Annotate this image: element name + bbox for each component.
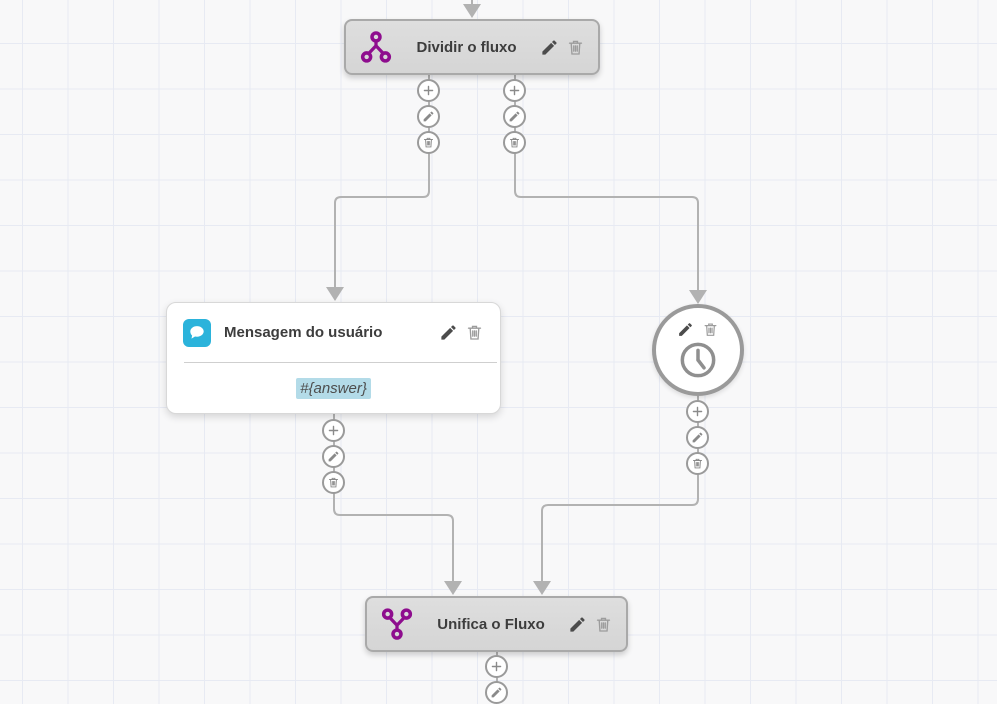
connector-into-divider (463, 0, 481, 18)
connector-divider-to-timer (514, 75, 707, 304)
delete-connector-button[interactable] (503, 131, 526, 154)
delete-node-button[interactable] (702, 321, 719, 338)
edit-node-button[interactable] (439, 323, 458, 342)
delete-connector-button[interactable] (686, 452, 709, 475)
trash-icon (422, 136, 435, 149)
edit-connector-button[interactable] (485, 681, 508, 704)
plus-icon (422, 84, 435, 97)
split-icon (359, 30, 393, 64)
node-title: Unifica o Fluxo (437, 615, 545, 633)
pencil-icon (439, 323, 458, 342)
pencil-icon (540, 38, 559, 57)
connector-actions-left-branch (417, 79, 440, 154)
pencil-icon (677, 321, 694, 338)
connector-actions-timer-out (686, 400, 709, 475)
connector-timer-to-unify (533, 396, 699, 595)
trash-icon (594, 615, 613, 634)
trash-icon (566, 38, 585, 57)
pencil-icon (508, 110, 521, 123)
delete-connector-button[interactable] (417, 131, 440, 154)
pencil-icon (327, 450, 340, 463)
delete-connector-button[interactable] (322, 471, 345, 494)
merge-icon (380, 607, 414, 641)
plus-icon (327, 424, 340, 437)
add-block-button[interactable] (503, 79, 526, 102)
edit-connector-button[interactable] (686, 426, 709, 449)
node-message[interactable]: Mensagem do usuário #{answer} (166, 302, 501, 414)
add-block-button[interactable] (686, 400, 709, 423)
edit-node-button[interactable] (568, 615, 587, 634)
delete-node-button[interactable] (566, 38, 585, 57)
connector-actions-message-out (322, 419, 345, 494)
node-title: Mensagem do usuário (224, 324, 383, 341)
add-block-button[interactable] (485, 655, 508, 678)
pencil-icon (422, 110, 435, 123)
edit-node-button[interactable] (677, 321, 694, 338)
edit-connector-button[interactable] (322, 445, 345, 468)
connector-divider-to-message (326, 75, 430, 301)
node-title: Dividir o fluxo (416, 38, 517, 56)
pencil-icon (691, 431, 704, 444)
plus-icon (508, 84, 521, 97)
pencil-icon (568, 615, 587, 634)
add-block-button[interactable] (322, 419, 345, 442)
trash-icon (691, 457, 704, 470)
trash-icon (465, 323, 484, 342)
plus-icon (691, 405, 704, 418)
trash-icon (327, 476, 340, 489)
connector-actions-right-branch (503, 79, 526, 154)
node-unify[interactable]: Unifica o Fluxo (365, 596, 628, 652)
edit-connector-button[interactable] (503, 105, 526, 128)
connector-actions-unify-out (485, 655, 508, 704)
delete-node-button[interactable] (465, 323, 484, 342)
connector-message-to-unify (333, 414, 462, 595)
add-block-button[interactable] (417, 79, 440, 102)
clock-icon (678, 340, 718, 380)
pencil-icon (490, 686, 503, 699)
trash-icon (508, 136, 521, 149)
edit-connector-button[interactable] (417, 105, 440, 128)
edit-node-button[interactable] (540, 38, 559, 57)
chat-bubble-icon (183, 318, 211, 347)
trash-icon (702, 321, 719, 338)
variable-chip[interactable]: #{answer} (296, 378, 371, 399)
plus-icon (490, 660, 503, 673)
node-header-divider (184, 362, 497, 363)
delete-node-button[interactable] (594, 615, 613, 634)
node-timer[interactable] (652, 304, 744, 396)
node-divider[interactable]: Dividir o fluxo (344, 19, 600, 75)
